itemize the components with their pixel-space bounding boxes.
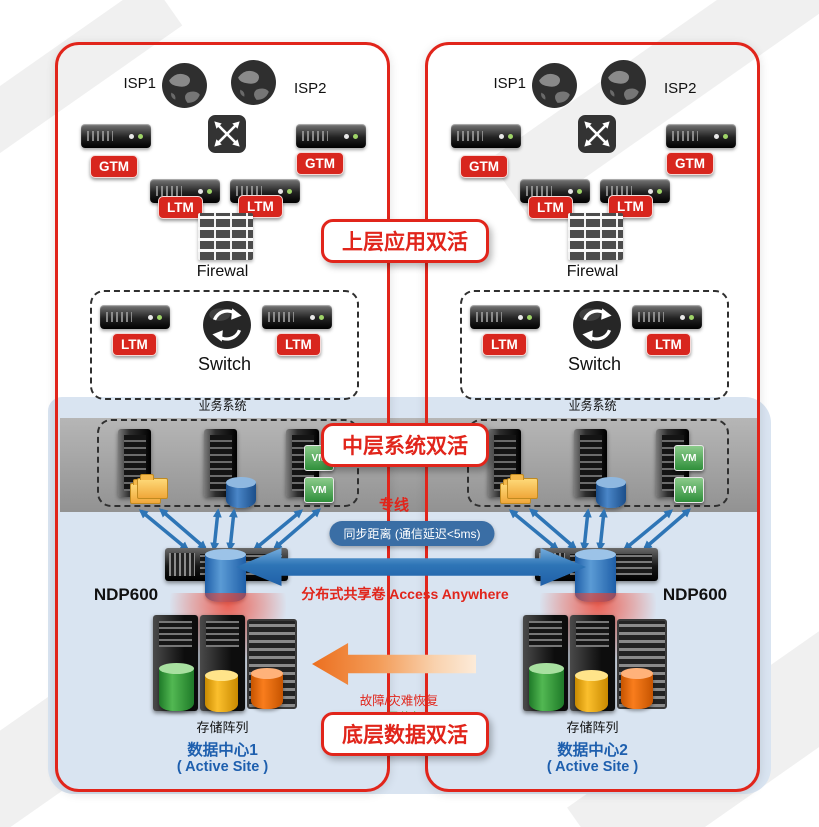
failover-label-line1: 故障/灾难恢复 (359, 694, 439, 708)
ndp600-label: NDP600 (93, 585, 159, 604)
ltm-badge: LTM (608, 195, 653, 218)
replication-arrows (138, 508, 322, 552)
ltm-badge: LTM (528, 196, 573, 219)
sync-distance-note: 同步距离 (通信延迟<5ms) (329, 521, 495, 546)
switch-icon (572, 300, 622, 350)
isp1-label: ISP1 (493, 75, 526, 92)
disk-icon-yellow (575, 670, 608, 712)
switch-label: Switch (567, 354, 621, 374)
globe-icon (600, 59, 647, 106)
vm-icon: VM (304, 477, 334, 503)
ltm-badge: LTM (112, 333, 157, 356)
disk-icon-orange (621, 668, 653, 709)
ltm-badge: LTM (646, 333, 691, 356)
server-icon (666, 124, 736, 148)
server-icon (296, 124, 366, 148)
disk-icon-green (159, 663, 194, 711)
datacenter-name: 数据中心1 (187, 742, 258, 759)
datacenter-subtitle: ( Active Site ) (176, 759, 269, 775)
disk-icon-orange (251, 668, 283, 709)
ltm-badge: LTM (158, 196, 203, 219)
firewall-label: Firewal (196, 263, 249, 280)
vm-icon: VM (674, 445, 704, 471)
ltm-badge: LTM (482, 333, 527, 356)
datacenter-name: 数据中心2 (557, 742, 628, 759)
isp1-label: ISP1 (123, 75, 156, 92)
globe-icon (161, 62, 208, 109)
database-icon (226, 477, 256, 508)
ltm-badge: LTM (238, 195, 283, 218)
switch-icon (202, 300, 252, 350)
server-icon (262, 305, 332, 329)
switch-label: Switch (197, 354, 251, 374)
database-icon (596, 477, 626, 508)
ndp600-label: NDP600 (662, 585, 728, 604)
disk-icon-yellow (205, 670, 238, 712)
business-system-label: 业务系统 (568, 399, 617, 413)
firewall-icon (568, 213, 623, 260)
firewall-label: Firewal (566, 263, 619, 280)
datacenter-subtitle: ( Active Site ) (546, 759, 639, 775)
globe-icon (531, 62, 578, 109)
switch-layer-box: LTM LTM Switch (460, 290, 729, 400)
server-icon (470, 305, 540, 329)
dedicated-line-label: 专线 (378, 497, 410, 514)
vm-icon: VM (674, 477, 704, 503)
replication-arrows (508, 508, 692, 552)
bottom-layer-dual-active-label: 底层数据双活 (321, 712, 489, 756)
switch-layer-box: LTM LTM Switch (90, 290, 359, 400)
business-servers-box: VM VM (467, 419, 729, 508)
storage-array (153, 613, 299, 715)
server-icon (632, 305, 702, 329)
datacenter-2-container: ISP1 ISP2 GTM GTM LTM LTM Firewal LTM LT… (425, 42, 760, 792)
storage-array-label: 存储阵列 (566, 720, 619, 735)
files-icon (130, 474, 170, 506)
upper-layer-dual-active-label: 上层应用双活 (321, 219, 489, 263)
server-icon (81, 124, 151, 148)
gtm-badge: GTM (296, 152, 344, 175)
files-icon (500, 474, 540, 506)
business-system-label: 业务系统 (198, 399, 247, 413)
middle-layer-dual-active-label: 中层系统双活 (321, 423, 489, 467)
server-icon (451, 124, 521, 148)
storage-array (523, 613, 669, 715)
firewall-icon (198, 213, 253, 260)
globe-icon (230, 59, 277, 106)
gtm-badge: GTM (460, 155, 508, 178)
isp2-label: ISP2 (664, 80, 697, 97)
server-icon (100, 305, 170, 329)
gtm-badge: GTM (666, 152, 714, 175)
isp2-label: ISP2 (294, 80, 327, 97)
storage-array-label: 存储阵列 (196, 720, 249, 735)
router-icon (578, 115, 616, 153)
disk-icon-green (529, 663, 564, 711)
ltm-badge: LTM (276, 333, 321, 356)
gtm-badge: GTM (90, 155, 138, 178)
shared-volume-label: 分布式共享卷 Access Anywhere (301, 586, 509, 602)
business-servers-box: VM VM (97, 419, 359, 508)
router-icon (208, 115, 246, 153)
